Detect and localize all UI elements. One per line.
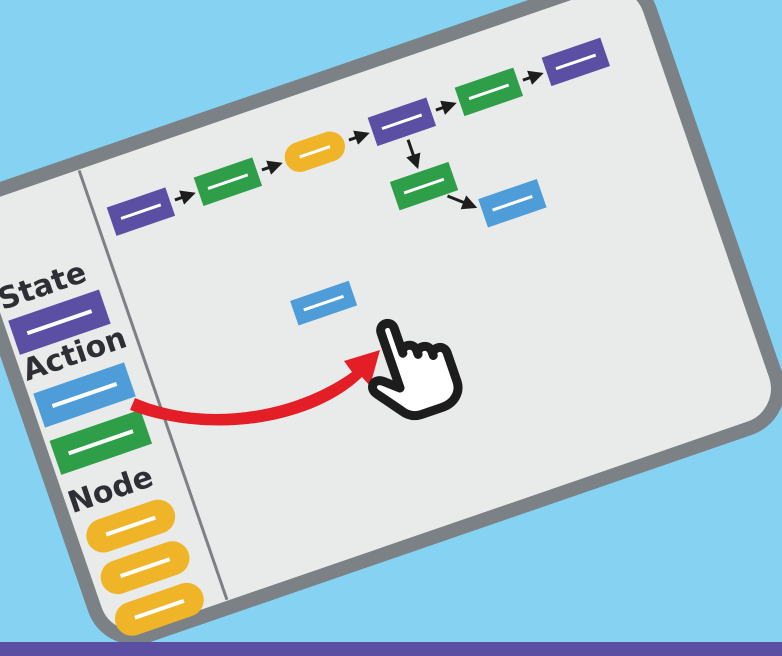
palette-divider (77, 170, 229, 601)
flow-action-4[interactable] (478, 178, 547, 228)
flow-arrow-5 (522, 70, 544, 85)
flow-arrow-branch-right (446, 194, 478, 210)
drag-arrow (130, 350, 380, 426)
flow-action-2[interactable] (454, 67, 524, 117)
bottom-bar (0, 642, 782, 656)
flow-arrow-2 (261, 160, 283, 175)
flow-arrow-3 (348, 130, 370, 145)
pointing-hand-icon (368, 318, 463, 421)
palette-item-node-3[interactable] (110, 578, 208, 640)
palette-item-action-green[interactable] (49, 409, 153, 475)
dragged-action-block[interactable] (290, 280, 358, 326)
palette-item-state[interactable] (8, 289, 111, 355)
flow-arrow-4 (435, 100, 457, 115)
flow-node-1[interactable] (281, 127, 349, 176)
palette-item-node-1[interactable] (82, 495, 180, 557)
palette-item-node-2[interactable] (96, 537, 194, 599)
flow-state-3[interactable] (541, 37, 611, 87)
flow-state-1[interactable] (106, 187, 176, 236)
flow-action-1[interactable] (193, 157, 263, 206)
flow-state-2[interactable] (367, 97, 437, 147)
flow-arrow-branch-down (406, 139, 421, 170)
flow-action-3[interactable] (389, 161, 459, 211)
flow-arrow-1 (174, 190, 196, 205)
palette-item-action-blue[interactable] (33, 362, 136, 428)
